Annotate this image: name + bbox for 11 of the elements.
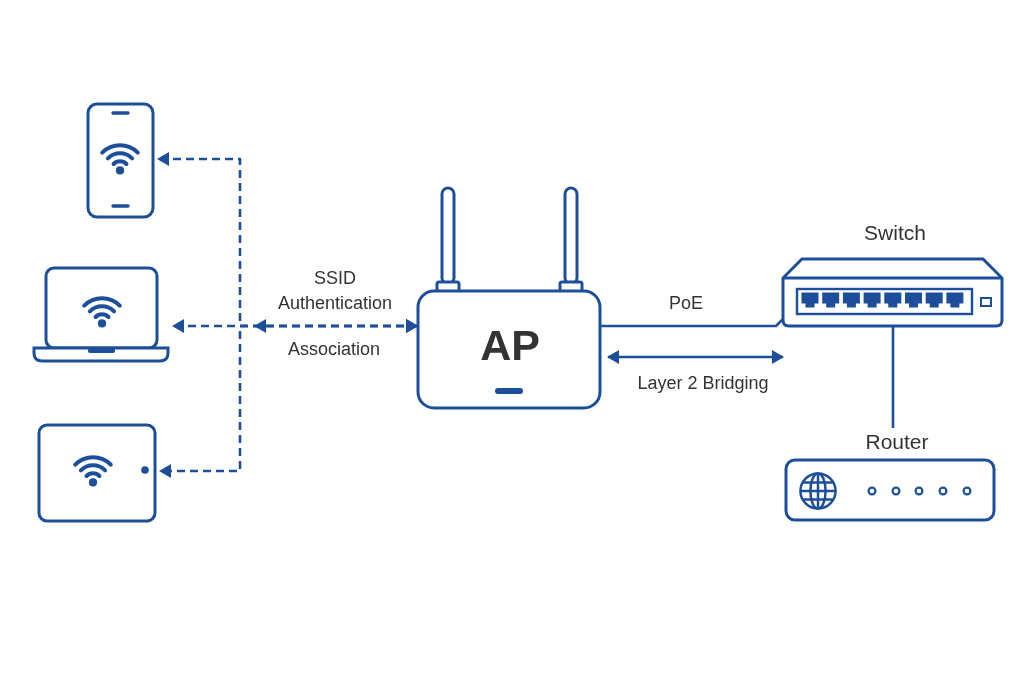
device-label: AP	[480, 321, 540, 371]
connector-line	[600, 318, 784, 328]
connector-line	[891, 327, 895, 428]
device-label: Router	[865, 429, 929, 455]
edge-label: PoE	[669, 291, 703, 315]
edge-label: SSID Authentication	[277, 267, 393, 315]
edge-label: Layer 2 Bridging	[637, 371, 769, 395]
dashed-double-headed-arrow	[159, 319, 418, 478]
device-label: Switch	[864, 220, 926, 246]
double-headed-arrow	[607, 350, 784, 364]
edge-label: Association	[287, 337, 381, 361]
